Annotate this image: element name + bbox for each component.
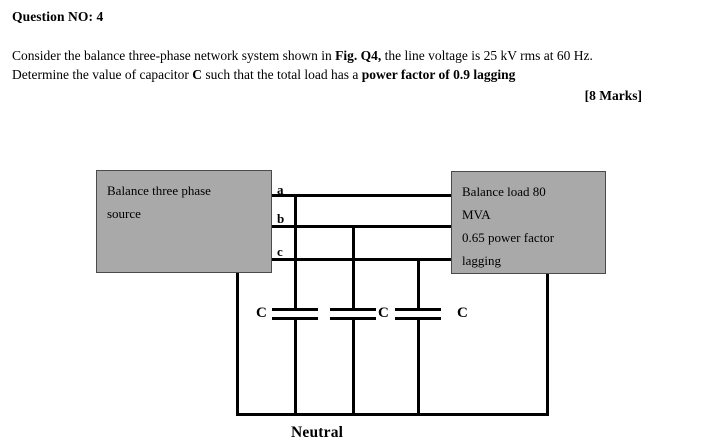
question-line-2: Determine the value of capacitor C such …	[12, 66, 702, 85]
question-line-2-mid: such that the total load has a	[202, 66, 362, 82]
question-heading: Question NO: 4	[12, 9, 104, 24]
question-line-2-pre: Determine the value of capacitor	[12, 66, 193, 82]
load-block-line-4: lagging	[462, 253, 501, 268]
capacitor-3-label: C	[457, 305, 468, 321]
capacitor-3-bottom-plate	[395, 317, 441, 320]
phase-b-drop-upper	[352, 225, 355, 310]
marks-label: [8 Marks]	[584, 88, 642, 103]
phase-b-conductor	[271, 225, 452, 228]
phase-label-b: b	[277, 211, 285, 226]
phase-c-conductor	[271, 258, 452, 261]
neutral-bus	[236, 413, 549, 416]
capacitor-2-bottom-plate	[330, 317, 376, 320]
source-neutral-lead	[236, 272, 239, 415]
question-line-1: Consider the balance three-phase network…	[12, 47, 702, 66]
phase-c-drop-upper	[417, 258, 420, 310]
capacitor-1-bottom-plate	[272, 317, 318, 320]
question-line-1-bold: Fig. Q4,	[335, 48, 382, 63]
load-block-line-1: Balance load 80	[462, 184, 546, 199]
question-line-1-post: the line voltage is 25 kV rms at 60 Hz.	[381, 48, 593, 63]
question-line-1-pre: Consider the balance three-phase network…	[12, 48, 336, 63]
load-neutral-lead	[546, 273, 549, 415]
source-block-line-2: source	[107, 206, 141, 221]
question-body: Consider the balance three-phase network…	[12, 47, 702, 84]
source-block-line-1: Balance three phase	[107, 183, 211, 198]
phase-b-drop-lower	[352, 319, 355, 415]
capacitor-2-top-plate	[330, 308, 376, 311]
neutral-label: Neutral	[291, 424, 344, 441]
phase-label-a: a	[277, 182, 284, 197]
load-block-line-2: MVA	[462, 207, 491, 222]
phase-c-drop-lower	[417, 319, 420, 415]
phase-a-drop-lower	[294, 319, 297, 415]
load-block-line-3: 0.65 power factor	[462, 230, 555, 245]
capacitor-1-top-plate	[272, 308, 318, 311]
phase-a-conductor	[271, 194, 452, 197]
question-line-2-bold-pf: power factor of 0.9 lagging	[361, 66, 516, 82]
capacitor-1-label: C	[256, 305, 267, 321]
phase-label-c: c	[277, 244, 283, 259]
capacitor-3-top-plate	[395, 308, 441, 311]
source-block: Balance three phase source	[96, 170, 272, 273]
phase-a-drop-upper	[294, 194, 297, 310]
capacitor-2-label: C	[378, 305, 389, 321]
question-line-2-bold-c: C	[192, 66, 203, 82]
load-block: Balance load 80 MVA 0.65 power factor la…	[451, 171, 606, 274]
